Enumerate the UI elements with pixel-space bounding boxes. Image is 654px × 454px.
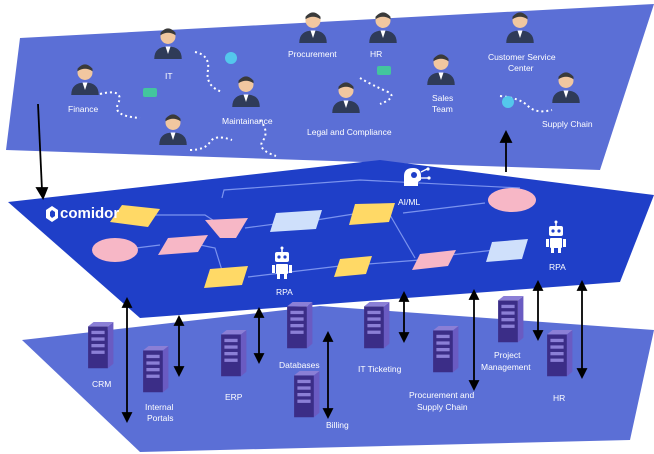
rpa-label: RPA [276, 287, 293, 297]
person-label: Finance [68, 104, 99, 114]
decision-shape [158, 235, 208, 255]
system-label: HR [553, 393, 565, 403]
system-label: Billing [326, 420, 349, 430]
server-icon [294, 371, 320, 418]
event-ellipse [92, 238, 138, 262]
person-label: Customer Service [488, 52, 556, 62]
people-layer: Finance IT Procurement HR Customer ServiceCe… [68, 12, 593, 145]
system-label: ERP [225, 392, 243, 402]
server-icon [498, 296, 524, 343]
person-label: Maintainance [222, 116, 273, 126]
server-icon [433, 326, 459, 373]
server-icon [221, 330, 247, 377]
system-label: Portals [147, 413, 173, 423]
rpa-label: RPA [549, 262, 566, 272]
top-plane [6, 4, 654, 170]
layer-arrows [35, 103, 588, 424]
system-label: Management [481, 362, 531, 372]
system-label: IT Ticketing [358, 364, 402, 374]
system-label: Internal [145, 402, 173, 412]
system-label: Supply Chain [417, 402, 468, 412]
process-connectors [111, 179, 521, 281]
person-label: Legal and Compliance [307, 127, 392, 137]
person-label: Procurement [288, 49, 337, 59]
person-label: Center [508, 63, 534, 73]
ai-ml-label: AI/ML [398, 197, 420, 207]
server-icon [547, 330, 573, 377]
server-icon [88, 322, 114, 369]
person-label: IT [165, 71, 173, 81]
process-box [349, 203, 395, 225]
system-label: Project [494, 350, 521, 360]
server-icon [143, 346, 169, 393]
person-label: HR [370, 49, 382, 59]
server-icon [364, 302, 390, 349]
process-box [486, 239, 528, 262]
brand-name: comidor [60, 205, 119, 222]
person-label: Sales [432, 93, 453, 103]
bottom-plane [22, 306, 654, 452]
process-shapes [92, 188, 536, 288]
ai-ml-icon [404, 167, 431, 186]
server-icon [287, 302, 313, 349]
system-label: Databases [279, 360, 320, 370]
person-label: Supply Chain [542, 119, 593, 129]
person-label: Team [432, 104, 453, 114]
decision-shape [412, 250, 456, 270]
system-label: Procurement and [409, 390, 474, 400]
comidor-logo: comidor [46, 205, 119, 222]
process-box [204, 266, 248, 288]
system-label: CRM [92, 379, 111, 389]
process-box [270, 210, 322, 232]
event-ellipse [488, 188, 536, 212]
chat-icons [143, 52, 514, 108]
process-box [334, 256, 372, 277]
process-box [110, 205, 160, 227]
decision-shape [205, 218, 248, 238]
